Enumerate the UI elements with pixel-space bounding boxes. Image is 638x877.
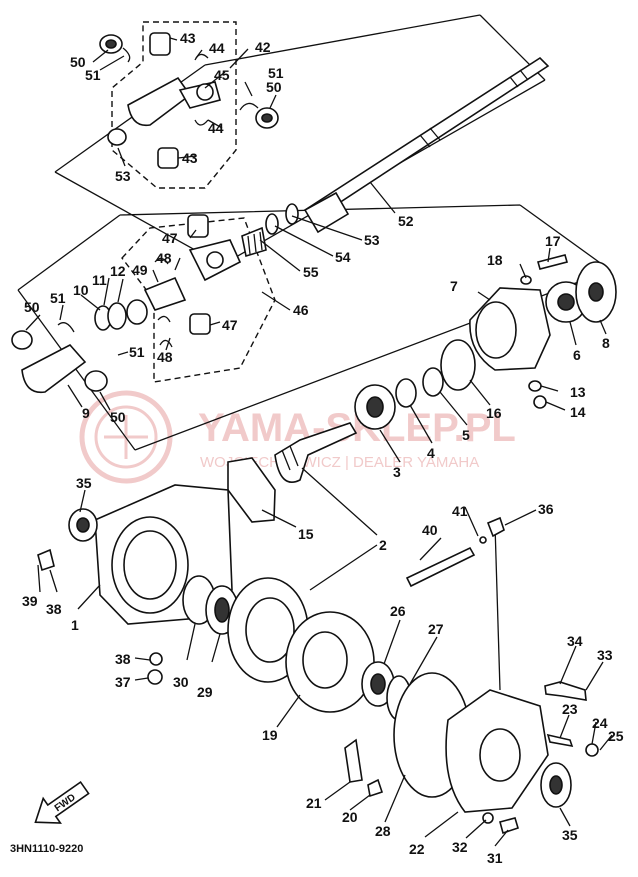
universal-joint-upper [99, 32, 279, 169]
pinion-gear [274, 422, 358, 483]
callout-51: 51 [50, 290, 66, 306]
callout-19: 19 [262, 727, 278, 743]
callout-7: 7 [450, 278, 458, 294]
watermark-subtitle: WOJCIECH LEWICZ | DEALER YAMAHA [200, 454, 479, 471]
callout-22: 22 [409, 841, 425, 857]
callout-51: 51 [85, 67, 101, 83]
callout-28: 28 [375, 823, 391, 839]
callout-13: 13 [570, 384, 586, 400]
callout-42: 42 [255, 39, 271, 55]
bearing-housing [354, 254, 617, 430]
callout-44: 44 [209, 40, 225, 56]
gear-case [285, 611, 471, 798]
callout-24: 24 [592, 715, 608, 731]
callout-21: 21 [306, 795, 322, 811]
callout-48: 48 [157, 349, 173, 365]
callout-51: 51 [129, 344, 145, 360]
callout-29: 29 [197, 684, 213, 700]
callout-10: 10 [73, 282, 89, 298]
callout-26: 26 [390, 603, 406, 619]
leader-lines [25, 37, 613, 847]
callout-38: 38 [46, 601, 62, 617]
dashed-box-42 [111, 21, 237, 189]
callout-14: 14 [570, 404, 586, 420]
callout-32: 32 [452, 839, 468, 855]
callout-47: 47 [162, 230, 178, 246]
callout-20: 20 [342, 809, 358, 825]
callout-50: 50 [24, 299, 40, 315]
callout-17: 17 [545, 233, 561, 249]
breather-pipe [405, 516, 505, 691]
callout-36: 36 [538, 501, 554, 517]
callout-44: 44 [208, 120, 224, 136]
universal-joint-lower [11, 214, 242, 394]
callout-16: 16 [486, 405, 502, 421]
callout-50: 50 [266, 79, 282, 95]
callout-37: 37 [115, 674, 131, 690]
callout-25: 25 [608, 728, 624, 744]
callout-45: 45 [214, 67, 230, 83]
callout-30: 30 [173, 674, 189, 690]
callout-53: 53 [115, 168, 131, 184]
diagram-code: 3HN1110-9220 [10, 843, 83, 855]
callout-47: 47 [222, 317, 238, 333]
callout-35: 35 [76, 475, 92, 491]
callout-48: 48 [156, 250, 172, 266]
callout-9: 9 [82, 405, 90, 421]
callout-35: 35 [562, 827, 578, 843]
frame-upper [54, 14, 546, 266]
callout-12: 12 [110, 263, 126, 279]
fwd-arrow-icon: FWD [34, 780, 90, 824]
callout-46: 46 [293, 302, 309, 318]
callout-43: 43 [182, 150, 198, 166]
callout-5: 5 [462, 427, 470, 443]
callout-50: 50 [110, 409, 126, 425]
callout-53: 53 [364, 232, 380, 248]
callout-4: 4 [427, 445, 435, 461]
callout-2: 2 [379, 537, 387, 553]
callout-55: 55 [303, 264, 319, 280]
callout-38: 38 [115, 651, 131, 667]
callouts: 50 51 43 44 42 45 51 50 44 43 53 52 53 5… [22, 30, 624, 866]
callout-41: 41 [452, 503, 468, 519]
callout-6: 6 [573, 347, 581, 363]
callout-34: 34 [567, 633, 583, 649]
callout-11: 11 [92, 272, 107, 288]
callout-31: 31 [487, 850, 503, 866]
callout-8: 8 [602, 335, 610, 351]
callout-15: 15 [298, 526, 314, 542]
callout-27: 27 [428, 621, 444, 637]
callout-50: 50 [70, 54, 86, 70]
callout-3: 3 [393, 464, 401, 480]
callout-54: 54 [335, 249, 351, 265]
callout-18: 18 [487, 252, 503, 268]
callout-40: 40 [422, 522, 438, 538]
callout-39: 39 [22, 593, 38, 609]
drive-shaft [303, 56, 550, 234]
callout-49: 49 [132, 262, 148, 278]
callout-43: 43 [180, 30, 196, 46]
callout-51: 51 [268, 65, 284, 81]
callout-33: 33 [597, 647, 613, 663]
callout-1: 1 [71, 617, 79, 633]
callout-23: 23 [562, 701, 578, 717]
callout-52: 52 [398, 213, 414, 229]
shaft-rings [241, 203, 299, 258]
dashed-box-46 [121, 217, 276, 383]
